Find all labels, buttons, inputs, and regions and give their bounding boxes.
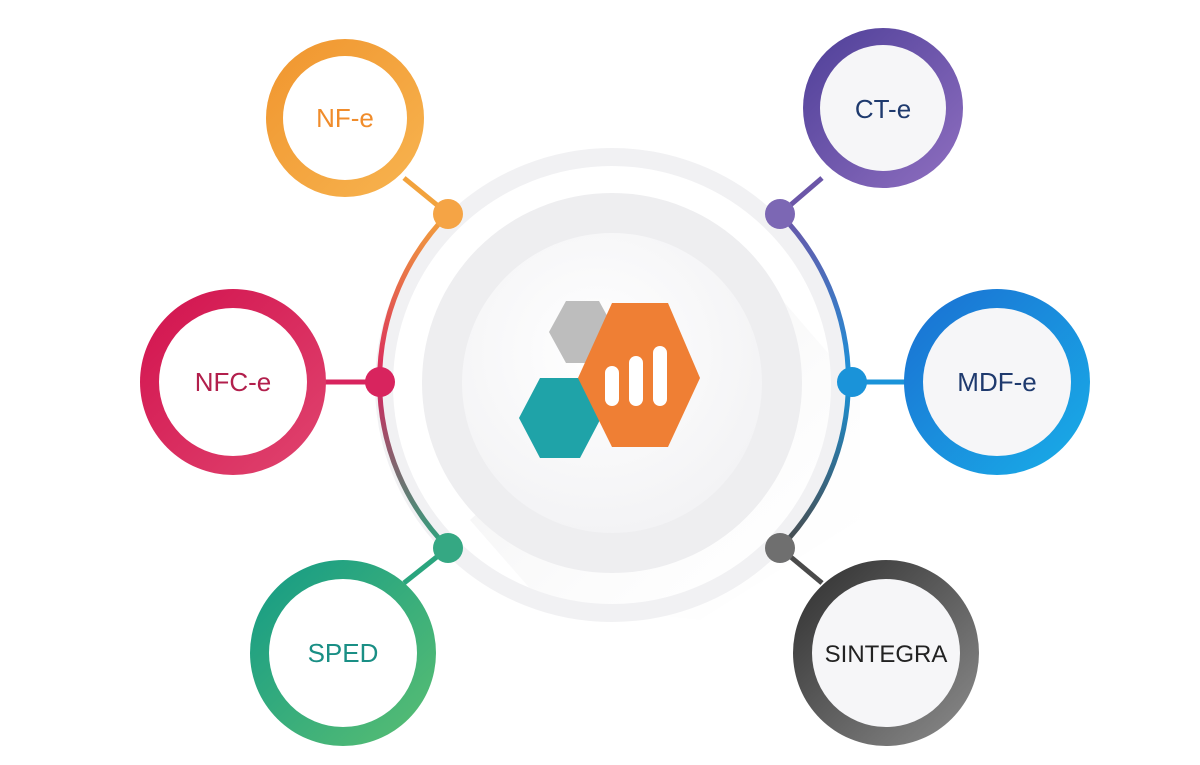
node-face	[812, 579, 960, 727]
logo-bar-2	[629, 356, 643, 406]
logo-teal-hexagon	[519, 378, 601, 458]
node-nfce[interactable]: NFC-e	[140, 289, 326, 475]
dot-nfe	[433, 199, 463, 229]
node-sped[interactable]: SPED	[250, 560, 436, 746]
node-nfe[interactable]: NF-e	[266, 39, 424, 197]
node-label: SPED	[308, 638, 379, 668]
node-face	[159, 308, 307, 456]
node-face	[269, 579, 417, 727]
bar-chart-hexagon-logo	[519, 301, 700, 458]
node-face	[820, 45, 946, 171]
logo-bar-1	[605, 366, 619, 406]
node-face	[283, 56, 407, 180]
node-face	[923, 308, 1071, 456]
node-label: NFC-e	[195, 367, 272, 397]
logo-bar-3	[653, 346, 667, 406]
dot-sintegra	[765, 533, 795, 563]
node-mdfe[interactable]: MDF-e	[904, 289, 1090, 475]
dot-mdfe	[837, 367, 867, 397]
node-cte[interactable]: CT-e	[803, 28, 963, 188]
node-label: CT-e	[855, 94, 911, 124]
dot-sped	[433, 533, 463, 563]
node-sintegra[interactable]: SINTEGRA	[793, 560, 979, 746]
connector-dots	[365, 199, 867, 563]
dot-nfce	[365, 367, 395, 397]
dot-cte	[765, 199, 795, 229]
node-label: MDF-e	[957, 367, 1036, 397]
node-label: SINTEGRA	[825, 641, 948, 668]
node-label: NF-e	[316, 103, 374, 133]
